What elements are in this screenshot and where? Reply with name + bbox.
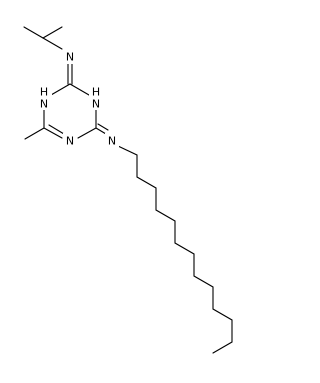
atom-n-side: N [108,135,116,148]
atom-n-bottom: N [66,135,74,148]
isopropyl-group [23,26,63,50]
atom-labels: N H N H N N N [38,50,119,148]
bond-c-methyl-n-double-b [48,124,65,135]
bond-methyl [24,127,45,140]
atom-n-right: N [92,98,100,111]
atom-h-right: H [92,86,100,99]
atom-h-left: H [40,86,48,99]
bond-n-c-imine [77,127,97,139]
atom-n-left: N [40,98,48,111]
bond-c-n-double-a [95,127,107,135]
bond-ch3-ch-left [23,26,44,39]
triazine-ring [43,83,97,139]
bond-c-n-double-b [97,123,109,131]
imine-top [67,63,73,85]
bond-c-methyl-n-double-a [43,127,63,139]
dodecyl-chain [117,145,233,354]
bond-c1-nh-right [69,83,90,96]
bond-ch-n [42,37,63,50]
bond-ch3-ch-right [42,26,63,39]
atom-n-top: N [66,51,74,64]
imine-side [95,123,109,135]
chain-bonds [117,145,233,354]
bond-c1-nh-left [50,83,71,96]
molecule-diagram: N H N H N N N [23,26,233,354]
